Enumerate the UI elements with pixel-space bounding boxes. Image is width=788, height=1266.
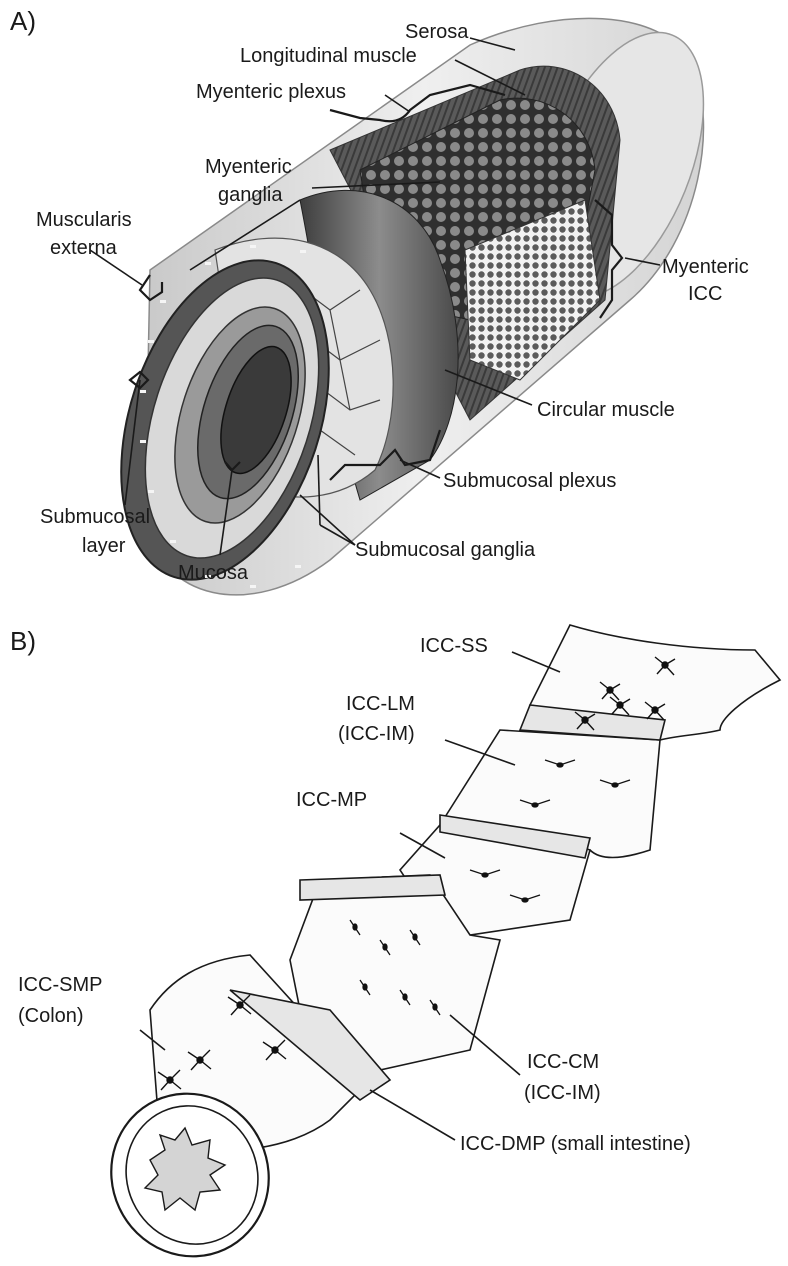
tube-illustration-a	[84, 9, 738, 606]
panel-b-label: B)	[10, 626, 36, 656]
tube-illustration-b	[85, 625, 780, 1266]
label-submucosal-layer-1: Submucosal	[40, 506, 150, 528]
label-icc-cm-2: (ICC-IM)	[524, 1082, 601, 1104]
label-icc-lm-2: (ICC-IM)	[338, 723, 415, 745]
label-submucosal-ganglia: Submucosal ganglia	[355, 539, 536, 561]
panel-a: A)	[10, 6, 749, 606]
label-myenteric-plexus: Myenteric plexus	[196, 81, 346, 103]
label-icc-smp-1: ICC-SMP	[18, 974, 102, 996]
label-icc-lm-1: ICC-LM	[346, 693, 415, 715]
panel-a-label: A)	[10, 6, 36, 36]
label-longitudinal-muscle: Longitudinal muscle	[240, 45, 417, 67]
label-icc-smp-2: (Colon)	[18, 1005, 84, 1027]
label-icc-mp: ICC-MP	[296, 789, 367, 811]
label-myenteric-icc-2: ICC	[688, 283, 722, 305]
label-myenteric-ganglia-2: ganglia	[218, 184, 283, 206]
label-icc-dmp: ICC-DMP (small intestine)	[460, 1133, 691, 1155]
label-mucosa: Mucosa	[178, 562, 249, 584]
label-serosa: Serosa	[405, 21, 469, 43]
label-myenteric-ganglia-1: Myenteric	[205, 156, 292, 178]
label-muscularis-externa-1: Muscularis	[36, 209, 132, 231]
label-icc-cm-1: ICC-CM	[527, 1051, 599, 1073]
label-icc-ss: ICC-SS	[420, 635, 488, 657]
panel-b: B)	[10, 625, 780, 1266]
label-myenteric-icc-1: Myenteric	[662, 256, 749, 278]
label-submucosal-layer-2: layer	[82, 535, 126, 557]
label-submucosal-plexus: Submucosal plexus	[443, 470, 616, 492]
label-circular-muscle: Circular muscle	[537, 399, 675, 421]
band-3	[300, 875, 445, 900]
label-muscularis-externa-2: externa	[50, 237, 118, 259]
